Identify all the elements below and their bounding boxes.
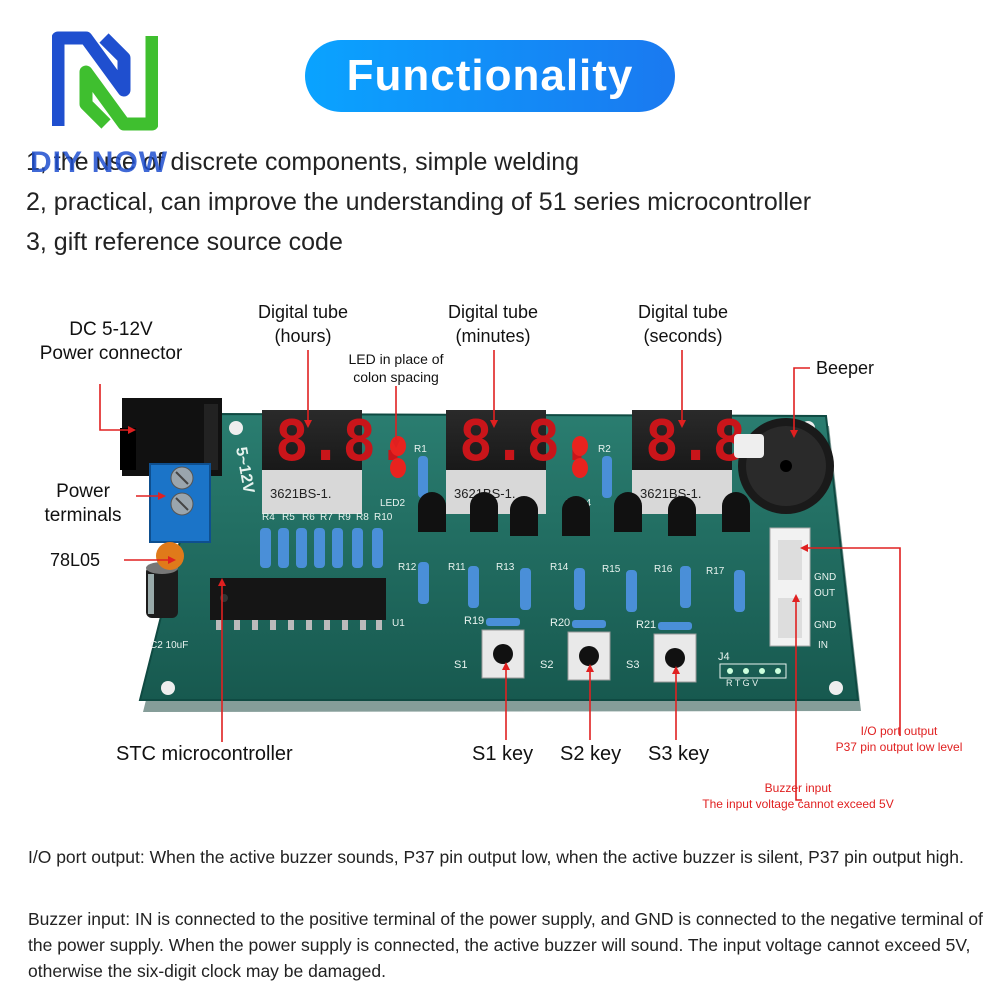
svg-text:R T G V: R T G V xyxy=(726,678,758,688)
feature-2: 2, practical, can improve the understand… xyxy=(26,188,812,216)
svg-text:3621BS-1.: 3621BS-1. xyxy=(640,486,701,501)
svg-text:R8: R8 xyxy=(356,512,369,523)
button-s2 xyxy=(567,620,611,681)
svg-text:OUT: OUT xyxy=(814,588,835,599)
svg-text:S2: S2 xyxy=(540,659,553,671)
label-beeper: Beeper xyxy=(816,358,875,378)
label-mcu: STC microcontroller xyxy=(116,743,293,765)
svg-text:8.8.: 8.8. xyxy=(275,409,410,474)
capacitor-c2 xyxy=(146,562,178,618)
svg-text:R12: R12 xyxy=(398,562,417,573)
buzzer-connector: GND OUT GND IN xyxy=(769,527,836,651)
brand-logo-icon xyxy=(52,31,158,131)
beeper xyxy=(734,418,834,514)
svg-text:R9: R9 xyxy=(338,512,351,523)
note-io-description: I/O port output: When the active buzzer … xyxy=(28,847,964,867)
button-labels: S1 S2 S3 R19 R20 R21 J4 R T G V xyxy=(454,615,758,688)
mcu-chip: U1 xyxy=(210,578,405,630)
label-s3-key: S3 key xyxy=(648,743,710,765)
note-buzzer-description: Buzzer input: IN is connected to the pos… xyxy=(28,909,983,981)
label-tube-seconds: Digital tube(seconds) xyxy=(637,302,729,346)
feature-1: 1, the use of discrete components, simpl… xyxy=(26,148,580,176)
svg-text:R17: R17 xyxy=(706,566,725,577)
resistor-labels-lower: R12 R11 R13 R14 R15 R16 R17 xyxy=(398,562,725,577)
svg-text:R21: R21 xyxy=(636,619,656,631)
transistors xyxy=(418,492,750,536)
resistors-lower xyxy=(418,562,745,612)
callout-lines xyxy=(99,350,901,801)
svg-text:LED2: LED2 xyxy=(380,498,405,509)
callout-arrows xyxy=(128,420,808,674)
label-tube-hours: Digital tube(hours) xyxy=(257,302,349,346)
button-s3 xyxy=(653,622,697,683)
brand-name: DIY NOW xyxy=(30,146,169,179)
regulator-78l05 xyxy=(156,542,184,570)
label-s2-key: S2 key xyxy=(560,743,622,765)
svg-text:R13: R13 xyxy=(496,562,515,573)
svg-text:R19: R19 xyxy=(464,615,484,627)
header-j4 xyxy=(719,663,787,679)
tube-minutes: 8.8. 3621BS-1. xyxy=(446,409,594,514)
resistors-top xyxy=(260,528,383,568)
svg-text:R6: R6 xyxy=(302,512,315,523)
svg-text:R10: R10 xyxy=(374,512,393,523)
svg-text:S3: S3 xyxy=(626,659,639,671)
board-c2-label: C2 10uF xyxy=(150,640,188,651)
svg-text:R2: R2 xyxy=(598,444,611,455)
svg-text:U1: U1 xyxy=(392,618,405,629)
label-tube-minutes: Digital tube(minutes) xyxy=(447,302,539,346)
feature-3: 3, gift reference source code xyxy=(26,228,343,256)
svg-text:J4: J4 xyxy=(718,651,730,663)
svg-text:R1: R1 xyxy=(414,444,427,455)
title-banner: Functionality xyxy=(305,40,675,112)
resistor-group-top: R4 R5 R6 R7 R9 R8 R10 xyxy=(262,512,393,523)
svg-text:R11: R11 xyxy=(448,562,466,573)
svg-text:R4: R4 xyxy=(262,512,275,523)
svg-text:R20: R20 xyxy=(550,617,570,629)
svg-text:GND: GND xyxy=(814,620,836,631)
svg-text:IN: IN xyxy=(818,640,828,651)
svg-text:GND: GND xyxy=(814,572,836,583)
page-title: Functionality xyxy=(346,51,634,100)
svg-text:R7: R7 xyxy=(320,512,333,523)
tube-hours: 8.8. 3621BS-1. xyxy=(262,409,410,514)
svg-text:R14: R14 xyxy=(550,562,569,573)
screw-terminal xyxy=(149,463,211,543)
svg-text:R15: R15 xyxy=(602,564,621,575)
svg-text:R5: R5 xyxy=(282,512,295,523)
label-regulator: 78L05 xyxy=(50,550,101,570)
svg-text:S1: S1 xyxy=(454,659,467,671)
svg-text:8.8.: 8.8. xyxy=(459,409,594,474)
svg-text:R16: R16 xyxy=(654,564,673,575)
label-s1-key: S1 key xyxy=(472,743,534,765)
svg-text:3621BS-1.: 3621BS-1. xyxy=(270,486,331,501)
